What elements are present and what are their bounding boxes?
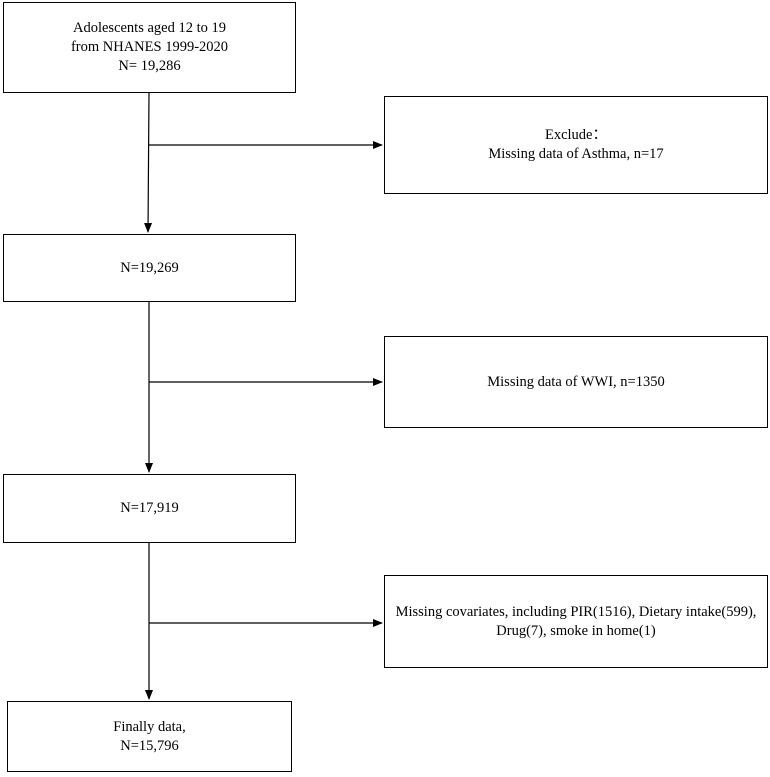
exclusion-3-line-1: Missing covariates, including PIR(1516),… xyxy=(395,603,757,620)
population-box-2: N=19,269 xyxy=(3,234,296,302)
start-population-box: Adolescents aged 12 to 19 from NHANES 19… xyxy=(3,2,296,93)
final-population-box: Finally data, N=15,796 xyxy=(7,701,292,772)
exclusion-2-line-1: Missing data of WWI, n=1350 xyxy=(487,373,665,390)
down-arrow-1 xyxy=(144,92,153,233)
start-line-3: N= 19,286 xyxy=(118,58,181,74)
exclusion-1-line-1: Exclude： xyxy=(544,127,607,143)
start-line-2: from NHANES 1999-2020 xyxy=(70,39,229,55)
exclusion-3-line-2: Drug(7), smoke in home(1) xyxy=(496,622,656,639)
exclusion-box-wwi: Missing data of WWI, n=1350 xyxy=(384,336,768,428)
exclusion-box-covariates: Missing covariates, including PIR(1516),… xyxy=(384,575,768,668)
step2-line-1: N=19,269 xyxy=(120,259,179,276)
start-line-1: Adolescents aged 12 to 19 xyxy=(72,20,227,36)
exclusion-box-asthma: Exclude： Missing data of Asthma, n=17 xyxy=(384,96,768,194)
exclusion-1-line-2: Missing data of Asthma, n=17 xyxy=(488,146,664,162)
step3-line-1: N=17,919 xyxy=(120,500,179,516)
final-line-1: Finally data, xyxy=(113,718,186,735)
population-box-3: N=17,919 xyxy=(3,474,296,543)
final-line-2: N=15,796 xyxy=(120,737,179,754)
